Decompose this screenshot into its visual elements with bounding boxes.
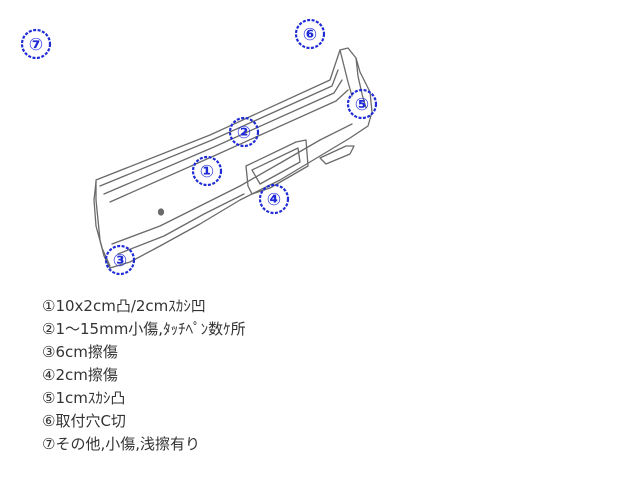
- legend-item-4: ④2cm擦傷: [42, 366, 118, 384]
- damage-marker-3: ③: [104, 244, 136, 276]
- legend-item-6: ⑥取付穴C切: [42, 412, 126, 430]
- legend-item-3: ③6cm擦傷: [42, 343, 118, 361]
- rear-bumper-drawing: [93, 47, 373, 269]
- legend-item-7: ⑦その他,小傷,浅擦有り: [42, 435, 200, 453]
- damage-marker-label: ②: [237, 123, 251, 143]
- damage-marker-label: ⑤: [355, 95, 369, 115]
- damage-marker-label: ③: [113, 251, 127, 271]
- damage-marker-2: ②: [228, 116, 260, 148]
- damage-markers: ⑦ ⑥ ⑤ ② ① ④ ③: [20, 18, 378, 276]
- damage-marker-1: ①: [191, 155, 223, 187]
- damage-marker-label: ①: [200, 162, 214, 182]
- damage-marker-7: ⑦: [20, 28, 52, 60]
- damage-marker-5: ⑤: [346, 88, 378, 120]
- bumper-damage-diagram: ⑦ ⑥ ⑤ ② ① ④ ③: [20, 18, 378, 276]
- damage-marker-6: ⑥: [294, 18, 326, 50]
- damage-legend: ①10x2cm凸/2cmｽｶｼ凹 ②1～15mm小傷,ﾀｯﾁﾍﾟﾝ数ｹ所 ③6c…: [42, 295, 246, 456]
- legend-item-5: ⑤1cmｽｶｼ凸: [42, 389, 126, 407]
- damage-marker-4: ④: [258, 183, 290, 215]
- damage-marker-label: ⑥: [303, 25, 317, 45]
- damage-marker-label: ④: [267, 190, 281, 210]
- legend-item-2: ②1～15mm小傷,ﾀｯﾁﾍﾟﾝ数ｹ所: [42, 320, 246, 338]
- legend-item-1: ①10x2cm凸/2cmｽｶｼ凹: [42, 297, 206, 315]
- damage-marker-label: ⑦: [29, 35, 43, 55]
